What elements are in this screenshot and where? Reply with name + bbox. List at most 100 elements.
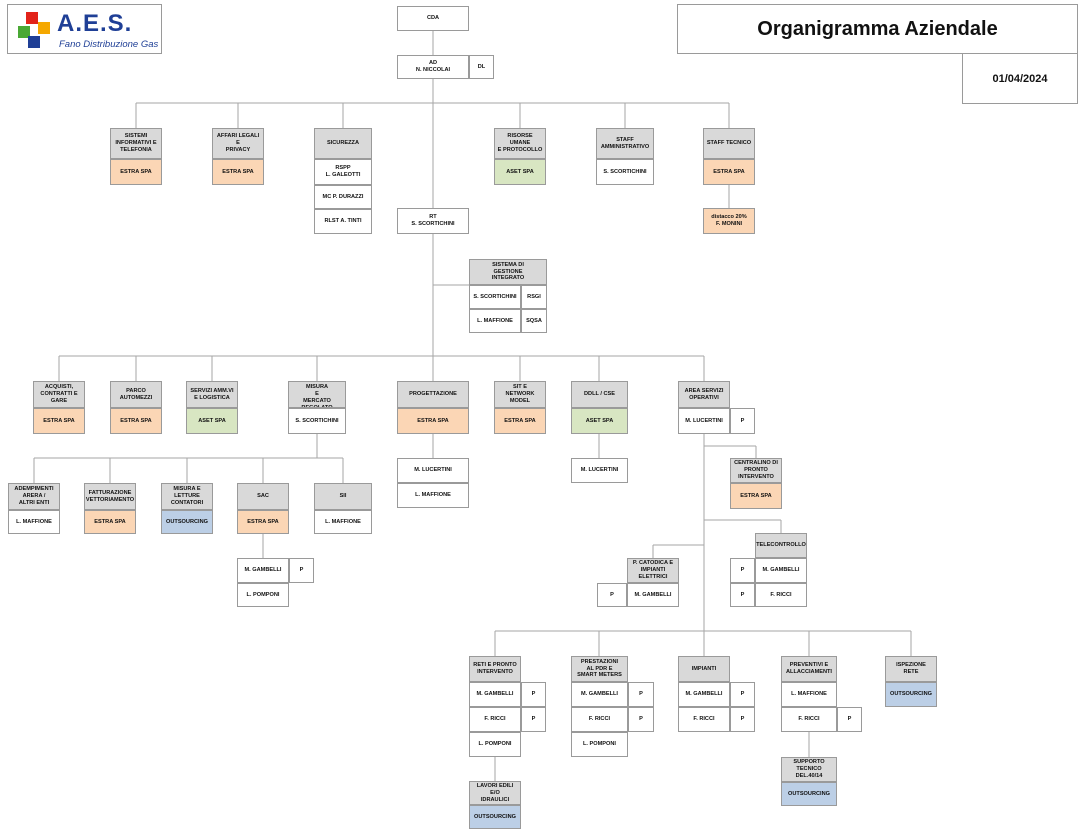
node-imp-person-2: F. RICCI [678, 707, 730, 732]
node-prest-person-2: F. RICCI [571, 707, 628, 732]
node-staff-amm: STAFF AMMINISTRATIVO [596, 128, 654, 159]
node-ad: AD N. NICCOLAI [397, 55, 469, 79]
node-ispezione: ISPEZIONE RETE [885, 656, 937, 682]
node-rspp: RSPP L. GALEOTTI [314, 159, 372, 185]
node-staff-tecnico: STAFF TECNICO [703, 128, 755, 159]
node-prev-person-2: F. RICCI [781, 707, 837, 732]
node-catodica-person: M. GAMBELLI [627, 583, 679, 607]
node-risorse-value: ASET SPA [494, 159, 546, 185]
node-sgi-role-1: RSGI [521, 285, 547, 309]
node-progettazione-value: ESTRA SPA [397, 408, 469, 434]
node-staff-tecnico-value: ESTRA SPA [703, 159, 755, 185]
node-sgi-person-2: L. MAFFIONE [469, 309, 521, 333]
node-distacco: distacco 20% F. MONINI [703, 208, 755, 234]
node-operativi: AREA SERVIZI OPERATIVI [678, 381, 730, 408]
node-sac-value: ESTRA SPA [237, 510, 289, 534]
node-ddll-value: ASET SPA [571, 408, 628, 434]
node-sgi: SISTEMA DI GESTIONE INTEGRATO [469, 259, 547, 285]
node-sistemi: SISTEMI INFORMATIVI E TELEFONIA [110, 128, 162, 159]
node-reti-tag-2: P [521, 707, 546, 732]
node-operativi-tag: P [730, 408, 755, 434]
node-misura-value: S. SCORTICHINI [288, 408, 346, 434]
brand-subtitle: Fano Distribuzione Gas [59, 39, 159, 50]
node-fatturazione-value: ESTRA SPA [84, 510, 136, 534]
page-title: Organigramma Aziendale [677, 4, 1078, 54]
node-parco: PARCO AUTOMEZZI [110, 381, 162, 408]
node-sac-person-2: L. POMPONI [237, 583, 289, 607]
node-centralino-value: ESTRA SPA [730, 483, 782, 509]
node-imp-tag-1: P [730, 682, 755, 707]
brand-name: A.E.S. [57, 10, 133, 37]
node-sac: SAC [237, 483, 289, 510]
node-affari-value: ESTRA SPA [212, 159, 264, 185]
node-adempimenti-value: L. MAFFIONE [8, 510, 60, 534]
node-prest-tag-2: P [628, 707, 654, 732]
node-telecontrollo: TELECONTROLLO [755, 533, 807, 558]
node-reti-person-1: M. GAMBELLI [469, 682, 521, 707]
node-tele-tag-2: P [730, 583, 755, 607]
node-catodica: P. CATODICA E IMPIANTI ELETTRICI [627, 558, 679, 583]
node-rlst: RLST A. TINTI [314, 209, 372, 234]
node-prest-person-3: L. POMPONI [571, 732, 628, 757]
node-reti-person-2: F. RICCI [469, 707, 521, 732]
node-parco-value: ESTRA SPA [110, 408, 162, 434]
node-fatturazione: FATTURAZIONE VETTORIAMENTO [84, 483, 136, 510]
node-acquisti-value: ESTRA SPA [33, 408, 85, 434]
node-affari: AFFARI LEGALI E PRIVACY [212, 128, 264, 159]
node-servizi: SERVIZI AMM.VI E LOGISTICA [186, 381, 238, 408]
node-centralino: CENTRALINO DI PRONTO INTERVENTO [730, 458, 782, 483]
node-adempimenti: ADEMPIMENTI ARERA / ALTRI ENTI [8, 483, 60, 510]
node-sii-value: L. MAFFIONE [314, 510, 372, 534]
logo-mark-icon [18, 12, 50, 48]
node-risorse: RISORSE UMANE E PROTOCOLLO [494, 128, 546, 159]
node-sac-tag-1: P [289, 558, 314, 583]
node-acquisti: ACQUISTI, CONTRATTI E GARE [33, 381, 85, 408]
node-rt: RT S. SCORTICHINI [397, 208, 469, 234]
node-lavori-value: OUTSOURCING [469, 805, 521, 829]
node-progettazione: PROGETTAZIONE [397, 381, 469, 408]
node-lavori: LAVORI EDILI E/O IDRAULICI [469, 781, 521, 805]
node-sicurezza: SICUREZZA [314, 128, 372, 159]
node-impianti: IMPIANTI [678, 656, 730, 682]
node-ddll: DDLL / CSE [571, 381, 628, 408]
node-supporto-value: OUTSOURCING [781, 782, 837, 806]
node-ispezione-value: OUTSOURCING [885, 682, 937, 707]
node-tele-tag-1: P [730, 558, 755, 583]
node-ad-tag: DL [469, 55, 494, 79]
node-catodica-tag: P [597, 583, 627, 607]
node-letture: MISURA E LETTURE CONTATORI [161, 483, 213, 510]
node-progettazione-person-2: L. MAFFIONE [397, 483, 469, 508]
node-reti-tag-1: P [521, 682, 546, 707]
node-supporto: SUPPORTO TECNICO DEL.40/14 [781, 757, 837, 782]
node-sit: SIT E NETWORK MODEL [494, 381, 546, 408]
node-progettazione-person-1: M. LUCERTINI [397, 458, 469, 483]
node-prest-person-1: M. GAMBELLI [571, 682, 628, 707]
node-sgi-role-2: SQSA [521, 309, 547, 333]
node-mc: MC P. DURAZZI [314, 185, 372, 209]
node-prest-tag-1: P [628, 682, 654, 707]
node-sit-value: ESTRA SPA [494, 408, 546, 434]
node-tele-person-2: F. RICCI [755, 583, 807, 607]
node-imp-person-1: M. GAMBELLI [678, 682, 730, 707]
node-prev-person-1: L. MAFFIONE [781, 682, 837, 707]
node-sistemi-value: ESTRA SPA [110, 159, 162, 185]
node-prestazioni: PRESTAZIONI AL PDR E SMART METERS [571, 656, 628, 682]
node-reti: RETI E PRONTO INTERVENTO [469, 656, 521, 682]
node-misura: AREA SERVIZI MISURA E MERCATO REGOLATO [288, 381, 346, 408]
node-sii: SII [314, 483, 372, 510]
node-cda: CDA [397, 6, 469, 31]
company-logo: A.E.S. Fano Distribuzione Gas [7, 4, 162, 54]
node-letture-value: OUTSOURCING [161, 510, 213, 534]
node-tele-person-1: M. GAMBELLI [755, 558, 807, 583]
node-servizi-value: ASET SPA [186, 408, 238, 434]
node-reti-person-3: L. POMPONI [469, 732, 521, 757]
node-sgi-person-1: S. SCORTICHINI [469, 285, 521, 309]
page-date: 01/04/2024 [962, 54, 1078, 104]
node-preventivi: PREVENTIVI E ALLACCIAMENTI [781, 656, 837, 682]
node-operativi-value: M. LUCERTINI [678, 408, 730, 434]
node-sac-person-1: M. GAMBELLI [237, 558, 289, 583]
node-ddll-person: M. LUCERTINI [571, 458, 628, 483]
node-imp-tag-2: P [730, 707, 755, 732]
node-staff-amm-value: S. SCORTICHINI [596, 159, 654, 185]
